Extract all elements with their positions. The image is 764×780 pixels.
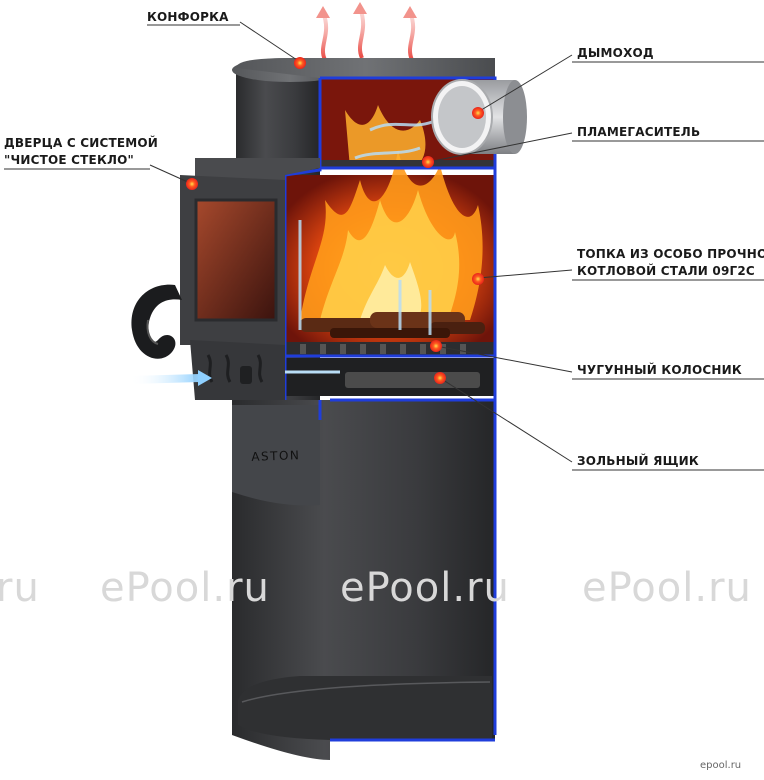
heat-arrow-1-head bbox=[316, 6, 330, 18]
door-glass bbox=[196, 200, 276, 320]
label-door-line2: "ЧИСТОЕ СТЕКЛО" bbox=[4, 153, 134, 167]
heat-arrows bbox=[316, 2, 417, 61]
watermark-4: ePool.ru bbox=[582, 565, 752, 611]
label-door-line1: ДВЕРЦА С СИСТЕМОЙ bbox=[4, 136, 159, 150]
cut-edges bbox=[283, 76, 497, 742]
leader-lines bbox=[149, 21, 573, 463]
leader-door bbox=[149, 164, 191, 184]
flames bbox=[300, 105, 483, 320]
marker-zolnik bbox=[434, 372, 446, 384]
marker-plamegasitel bbox=[422, 156, 434, 168]
leader-kolosnik bbox=[435, 345, 573, 373]
label-topka-line1: ТОПКА ИЗ ОСОБО ПРОЧНОЙ bbox=[577, 247, 764, 261]
leader-konforka bbox=[239, 21, 301, 63]
leader-plamegasitel bbox=[427, 132, 573, 163]
watermark-2: ePool.ru bbox=[100, 565, 270, 611]
marker-konforka bbox=[294, 57, 306, 69]
front-panel bbox=[232, 405, 320, 506]
heat-arrow-2-head bbox=[353, 2, 367, 14]
base-recess bbox=[238, 676, 492, 740]
label-topka-line2: КОТЛОВОЙ СТАЛИ 09Г2С bbox=[577, 264, 755, 278]
corner-watermark: epool.ru bbox=[700, 760, 742, 771]
leader-zolnik bbox=[439, 377, 573, 463]
base-recess-highlight bbox=[241, 681, 491, 703]
watermark-1: ru bbox=[0, 565, 40, 611]
markers bbox=[186, 57, 484, 384]
cutaway-section bbox=[283, 76, 497, 742]
marker-kolosnik bbox=[430, 340, 442, 352]
brand-logo: ASTON bbox=[251, 448, 301, 464]
marker-topka bbox=[472, 273, 484, 285]
marker-door bbox=[186, 178, 198, 190]
air-control-knob bbox=[240, 366, 252, 384]
door-handle bbox=[131, 284, 182, 359]
label-plamegasitel: ПЛАМЕГАСИТЕЛЬ bbox=[577, 125, 701, 139]
stove-door bbox=[180, 158, 320, 400]
label-dymokhod: ДЫМОХОД bbox=[577, 46, 654, 60]
ash-pile bbox=[345, 372, 480, 388]
leader-topka bbox=[477, 269, 573, 279]
chimney-pipe bbox=[431, 79, 527, 155]
leader-dymokhod bbox=[477, 54, 573, 113]
incoming-air bbox=[126, 370, 340, 395]
heat-arrow-3-head bbox=[403, 6, 417, 18]
flame-damper bbox=[320, 160, 495, 168]
marker-dymokhod bbox=[472, 107, 484, 119]
label-konforka: КОНФОРКА bbox=[147, 10, 229, 24]
watermark-3: ePool.ru bbox=[340, 565, 510, 611]
label-zolnik: ЗОЛЬНЫЙ ЯЩИК bbox=[577, 454, 699, 468]
air-flow-arrows bbox=[298, 120, 433, 335]
grate-bars bbox=[300, 344, 466, 354]
label-kolosnik: ЧУГУННЫЙ КОЛОСНИК bbox=[577, 363, 742, 377]
logs bbox=[300, 312, 485, 338]
